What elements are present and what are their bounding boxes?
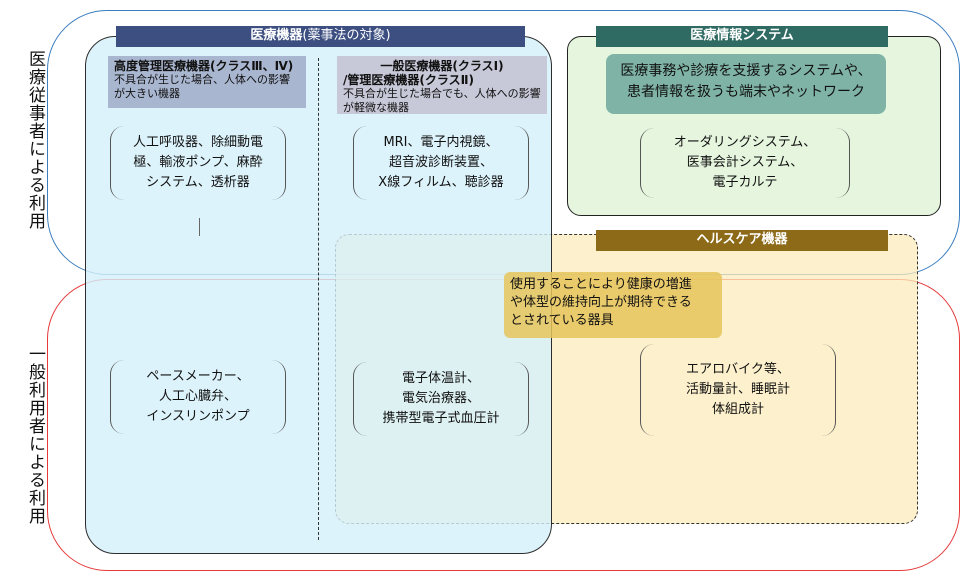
example-line: システム、透析器 <box>146 175 250 190</box>
healthcare-examples: エアロバイク等、 活動量計、睡眠計 体組成計 <box>640 344 836 436</box>
example-line: オーダリングシステム、 <box>673 135 817 150</box>
general-control-class-box: 一般医療機器(クラスⅠ) /管理医療機器(クラスⅡ) 不具合が生じた場合でも、人… <box>337 56 547 114</box>
example-line: 電子体温計、 <box>401 371 480 386</box>
general-consumer-examples: 電子体温計、 電気治療器、 携帯型電子式血圧計 <box>353 362 529 436</box>
example-line: 活動量計、睡眠計 <box>685 382 790 397</box>
example-line: X線フィルム、聴診器 <box>378 175 504 190</box>
high-control-class-title: 高度管理医療機器(クラスⅢ、Ⅳ) <box>114 59 294 73</box>
general-use-label: 一般利用者による利用 <box>25 345 45 525</box>
general-class-title-2: /管理医療機器(クラスⅡ) <box>343 73 475 87</box>
example-line: エアロバイク等、 <box>686 362 790 377</box>
example-line: 人工心臓弁、 <box>158 389 237 404</box>
health-desc-line: 使用することにより健康の増進 <box>510 277 692 292</box>
general-class-desc: 不具合が生じた場合でも、人体への影響が軽微な機器 <box>343 87 541 114</box>
high-consumer-examples: ペースメーカー、 人工心臓弁、 インスリンポンプ <box>110 360 286 434</box>
general-pro-examples: MRI、電子内視鏡、 超音波診断装置、 X線フィルム、聴診器 <box>353 126 529 200</box>
high-pro-examples: 人工呼吸器、除細動電 極、輸液ポンプ、麻酔 システム、透析器 <box>110 126 286 200</box>
example-line: 体組成計 <box>711 402 764 417</box>
example-line: 医事会計システム、 <box>686 155 804 170</box>
info-desc-line: 患者情報を扱うも端末やネットワーク <box>627 84 865 100</box>
info-desc-line: 医療事務や診療を支援するシステムや、 <box>620 63 872 79</box>
medical-devices-header-title: 医療機器 <box>250 28 303 43</box>
example-line: 人工呼吸器、除細動電 <box>132 135 263 150</box>
example-line: 極、輸液ポンプ、麻酔 <box>133 155 263 170</box>
high-control-class-desc: 不具合が生じた場合、人体への影響が大きい機器 <box>114 73 290 100</box>
info-system-examples: オーダリングシステム、 医事会計システム、 電子カルテ <box>640 128 850 198</box>
health-desc-line: や体型の維持向上が期待できる <box>510 295 692 310</box>
healthcare-description: 使用することにより健康の増進 や体型の維持向上が期待できる とされている器具 <box>504 272 722 338</box>
example-line: MRI、電子内視鏡、 <box>383 135 499 150</box>
professional-use-label: 医療従事者による利用 <box>25 50 45 230</box>
example-line: 電気治療器、 <box>401 391 480 406</box>
example-line: インスリンポンプ <box>146 409 250 424</box>
info-system-header: 医療情報システム <box>596 26 888 47</box>
general-class-title-1: 一般医療機器(クラスⅠ) <box>380 59 504 73</box>
health-desc-line: とされている器具 <box>510 313 614 328</box>
small-tick <box>199 218 200 236</box>
example-line: 携帯型電子式血圧計 <box>382 411 500 426</box>
example-line: 電子カルテ <box>712 175 778 190</box>
class-divider <box>318 58 319 540</box>
info-system-description: 医療事務や診療を支援するシステムや、 患者情報を扱うも端末やネットワーク <box>606 54 886 114</box>
high-control-class-box: 高度管理医療機器(クラスⅢ、Ⅳ) 不具合が生じた場合、人体への影響が大きい機器 <box>108 56 306 108</box>
example-line: 超音波診断装置、 <box>388 155 493 170</box>
healthcare-header: ヘルスケア機器 <box>596 230 888 251</box>
medical-devices-header: 医療機器(薬事法の対象) <box>116 26 525 47</box>
example-line: ペースメーカー、 <box>146 369 250 384</box>
medical-devices-header-note: (薬事法の対象) <box>302 28 391 43</box>
